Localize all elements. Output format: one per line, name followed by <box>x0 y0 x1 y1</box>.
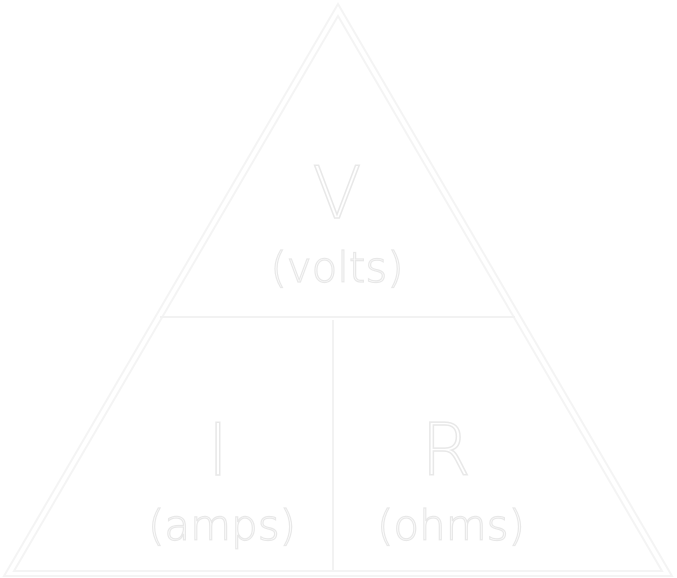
resistance-unit-label: (ohms) <box>377 501 525 550</box>
voltage-unit-label: (volts) <box>270 243 403 292</box>
triangle-inner-outline <box>12 14 664 572</box>
bottom-right-section: R (ohms) <box>376 407 525 550</box>
top-section: V (volts) <box>270 150 405 292</box>
resistance-symbol: R <box>421 408 471 492</box>
bottom-left-section: I (amps) <box>147 407 296 550</box>
current-symbol: I <box>207 408 228 492</box>
current-unit-label: (amps) <box>148 501 296 550</box>
voltage-symbol: V <box>312 151 361 235</box>
